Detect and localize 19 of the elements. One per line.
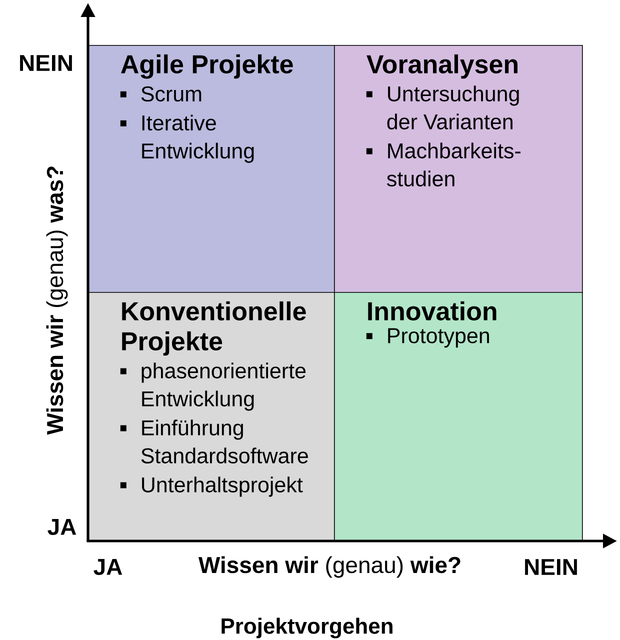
caption: Projektvorgehen [222,618,392,638]
quadrant-heading: Voranalysen [366,54,518,79]
axis-label: Wissen wir (genau) was? [46,166,68,435]
bullet-item: Iterative Entwicklung [120,114,254,163]
bullet-item: Scrum [120,86,202,102]
quadrant-box [88,45,335,293]
quadrant-heading: Konventionelle Projekte [122,301,306,356]
quadrant-heading: Agile Projekte [121,54,293,79]
bullet-item: Prototypen [366,328,489,348]
bullet-item: phasenorientierte Entwicklung [120,362,306,411]
axis-label: Wissen wir (genau) wie? [198,556,460,578]
bullet-item: Untersuchung der Varianten [366,86,519,130]
bullet-item: Unterhaltsprojekt [120,476,303,497]
quadrant-box [88,292,335,541]
quadrant-box [334,292,583,541]
quadrant-heading: Innovation [368,301,496,320]
bullet-item: Einführung Standardsoftware [120,420,308,464]
quadrant-box [334,45,583,293]
bullet-item: Machbarkeits- studien [366,142,520,186]
